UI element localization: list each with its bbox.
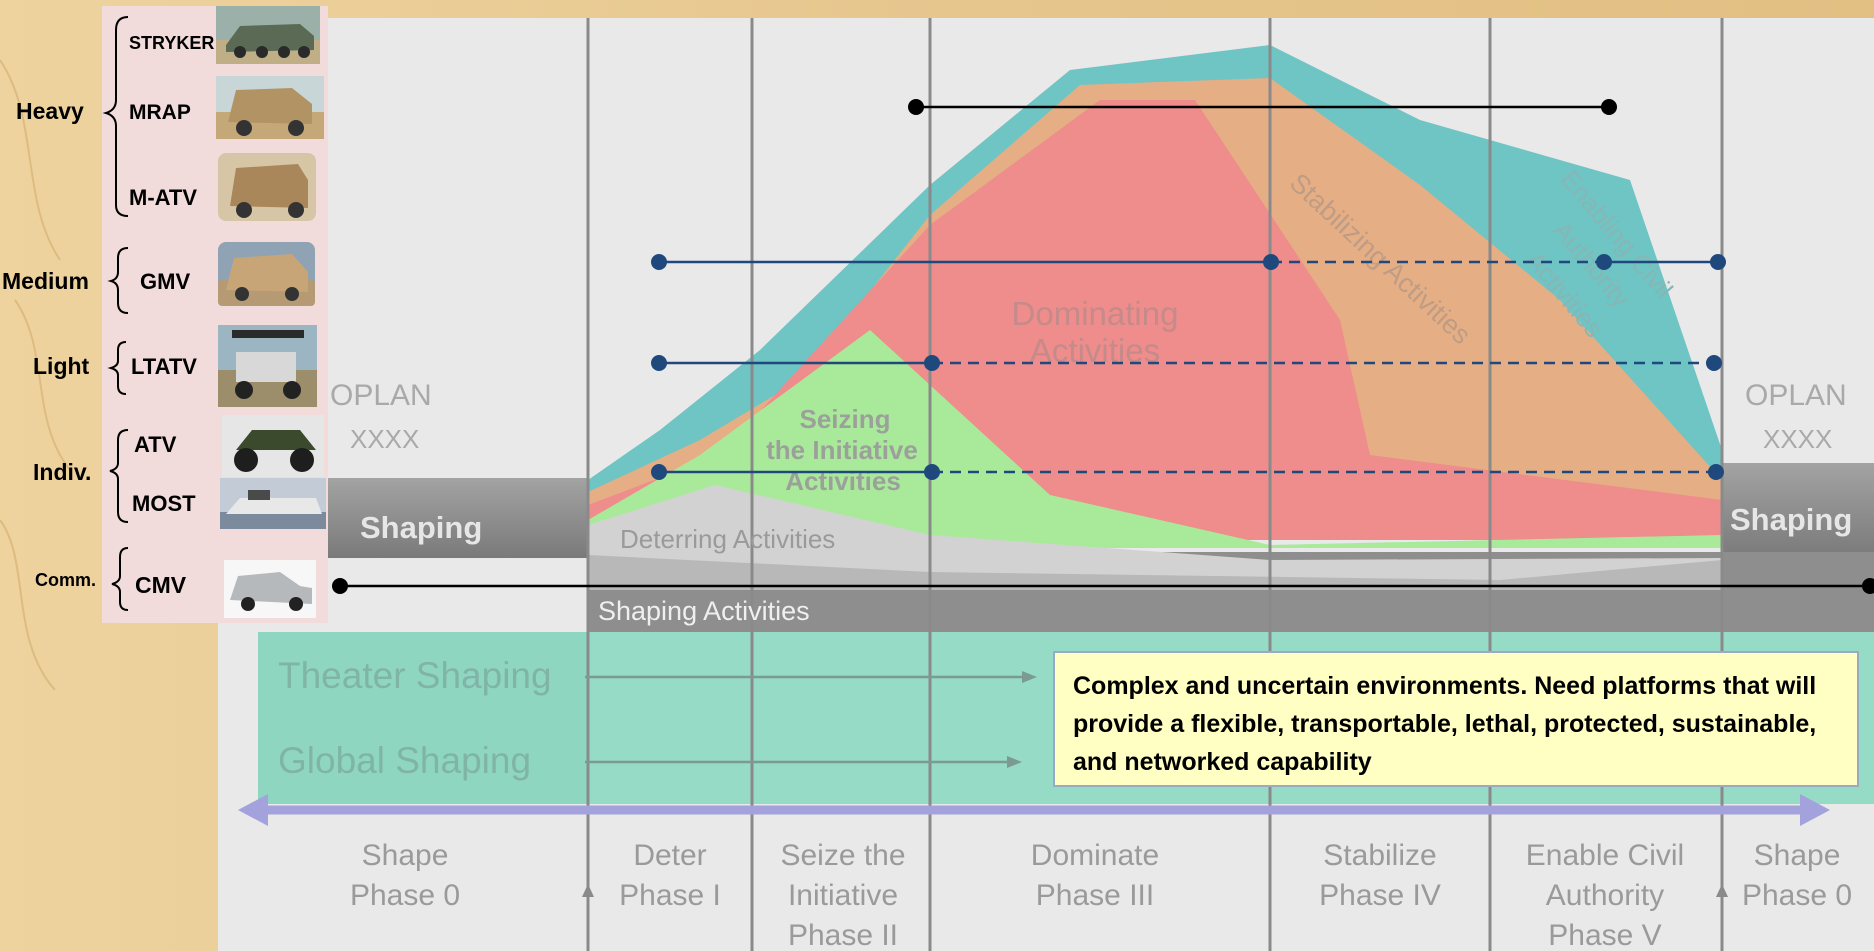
vehicle-name-ltatv: LTATV — [131, 354, 197, 379]
group-label-light: Light — [33, 353, 90, 379]
phase-2-line1: Seize the — [780, 839, 905, 872]
stryker-vehicle-photo — [216, 6, 320, 64]
phase-5-line2: Authority — [1546, 879, 1664, 912]
shaping-block-left — [327, 478, 589, 558]
phase-4-line2: Phase IV — [1319, 879, 1441, 912]
medium-span-point-2 — [1263, 254, 1279, 270]
vehicle-name-m-atv: M-ATV — [129, 185, 197, 210]
group-braces — [102, 16, 129, 611]
most-boat-photo — [220, 478, 326, 529]
up-arrow-phase-1 — [582, 884, 594, 897]
theater-shaping-arrow-head — [1022, 671, 1037, 683]
comm-span-start — [332, 578, 348, 594]
oplan-left-line1: OPLAN — [330, 379, 432, 412]
phase-2-line3: Phase II — [788, 919, 898, 951]
vehicle-name-cmv: CMV — [135, 572, 187, 598]
phase-arrow-left-head — [238, 794, 268, 826]
deterring-activities-label: Deterring Activities — [620, 524, 835, 554]
seizing-label-3: Activities — [785, 466, 901, 496]
phase-3-line2: Phase III — [1036, 879, 1154, 912]
global-shaping-arrow-head — [1007, 756, 1022, 768]
vehicle-name-stryker: STRYKER — [129, 33, 214, 53]
phase-dividers — [586, 18, 1724, 951]
group-label-heavy: Heavy — [16, 98, 84, 124]
group-label-medium: Medium — [2, 268, 89, 294]
oplan-left-line2: XXXX — [350, 424, 419, 454]
phase-0-right-line1: Shape — [1754, 839, 1841, 872]
theater-band-edge — [258, 632, 588, 804]
capability-lines — [332, 99, 1874, 594]
group-label-indiv: Indiv. — [33, 459, 91, 485]
global-shaping-label: Global Shaping — [278, 740, 531, 781]
shaping-block-right — [1722, 463, 1874, 558]
phase-0-left-line1: Shape — [362, 839, 449, 872]
phase-0-left-line2: Phase 0 — [350, 879, 460, 912]
shaping-activities-label: Shaping Activities — [598, 596, 810, 626]
theater-shaping-label: Theater Shaping — [278, 655, 552, 696]
light-span-point-3 — [1706, 355, 1722, 371]
phase-1-line1: Deter — [633, 839, 706, 872]
medium-span-point-4 — [1710, 254, 1726, 270]
cmv-truck-photo — [224, 560, 316, 618]
shaping-label-left: Shaping — [360, 510, 482, 545]
medium-span-point-3 — [1596, 254, 1612, 270]
m-atv-vehicle-photo — [218, 153, 316, 221]
light-span-point-2 — [924, 355, 940, 371]
vehicle-name-gmv: GMV — [140, 269, 190, 294]
area-deterring — [588, 485, 1722, 580]
vehicle-name-most: MOST — [132, 491, 196, 516]
area-seizing — [588, 330, 1722, 548]
up-arrow-phase-0-right — [1716, 884, 1728, 897]
phase-5-line3: Phase V — [1548, 919, 1661, 951]
phase-5-line1: Enable Civil — [1526, 839, 1684, 872]
gmv-vehicle-photo — [218, 242, 315, 306]
area-shaping-gray — [588, 555, 1722, 590]
atv-vehicle-photo — [222, 415, 324, 477]
group-label-comm: Comm. — [35, 570, 96, 590]
phase-4-line1: Stabilize — [1323, 839, 1436, 872]
vehicle-name-mrap: MRAP — [129, 101, 191, 124]
phase-2-line2: Initiative — [788, 879, 898, 912]
comm-span-end — [1862, 578, 1874, 594]
oplan-right-line2: XXXX — [1763, 424, 1832, 454]
indiv-span-point-1 — [651, 464, 667, 480]
heavy-span-end — [1601, 99, 1617, 115]
shaping-label-right: Shaping — [1730, 502, 1852, 537]
callout-text: Complex and uncertain environments. Need… — [1073, 672, 1817, 776]
indiv-span-point-2 — [924, 464, 940, 480]
ltatv-vehicle-photo — [218, 325, 317, 407]
oplan-right-line1: OPLAN — [1745, 379, 1847, 412]
mrap-vehicle-photo — [216, 76, 324, 139]
dominating-label-1: Dominating — [1012, 295, 1179, 332]
phase-3-line1: Dominate — [1031, 839, 1159, 872]
seizing-label-1: Seizing — [799, 404, 890, 434]
indiv-span-point-3 — [1708, 464, 1724, 480]
seizing-label-2: the Initiative — [766, 435, 918, 465]
heavy-span-start — [908, 99, 924, 115]
phase-arrow-right-head — [1800, 794, 1830, 826]
callout-box: Complex and uncertain environments. Need… — [1053, 651, 1859, 787]
medium-span-point-1 — [651, 254, 667, 270]
phase-1-line2: Phase I — [619, 879, 721, 912]
vehicle-name-atv: ATV — [134, 432, 177, 457]
phase-0-right-line2: Phase 0 — [1742, 879, 1852, 912]
light-span-point-1 — [651, 355, 667, 371]
